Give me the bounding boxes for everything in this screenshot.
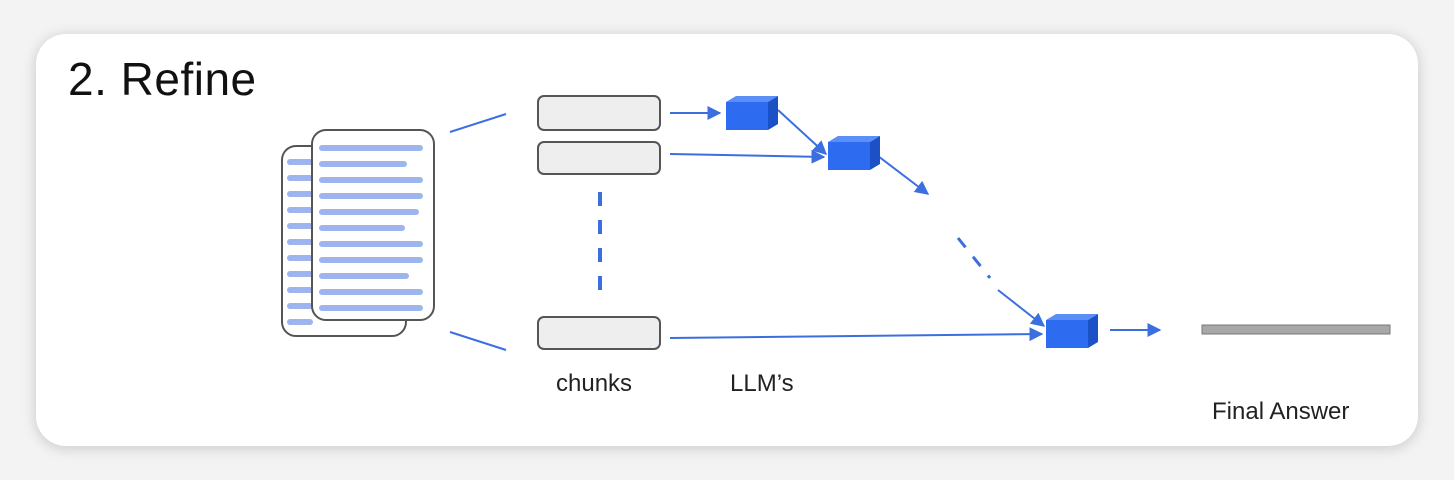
arrow-llm1-llm2	[777, 109, 828, 155]
split-line-bottom	[449, 331, 507, 351]
final-answer-bar	[1201, 324, 1391, 335]
llm-cube-2-icon	[828, 136, 880, 170]
arrow-chunkn-llmn	[669, 327, 1044, 342]
refine-chain-dashes	[956, 237, 992, 279]
llm-cube-1-icon	[726, 96, 778, 130]
split-line-top	[449, 113, 507, 133]
arrow-llm2-next	[877, 155, 930, 195]
diagram-title: 2. Refine	[68, 53, 257, 105]
chunk-2	[537, 141, 661, 175]
chunks-label: chunks	[556, 370, 633, 397]
document-stack-icon	[281, 129, 435, 337]
arrow-chunk2-llm2	[669, 149, 826, 164]
chunk-1	[537, 95, 661, 131]
llm-cube-n-icon	[1046, 314, 1098, 348]
final-answer-label: Final Answer	[1212, 398, 1350, 425]
llms-label: LLM’s	[730, 370, 794, 397]
chunk-n	[537, 316, 661, 350]
refine-diagram	[281, 95, 1391, 351]
diagram-card: 2. Refine	[36, 34, 1418, 446]
arrow-into-llm-n	[997, 289, 1046, 327]
